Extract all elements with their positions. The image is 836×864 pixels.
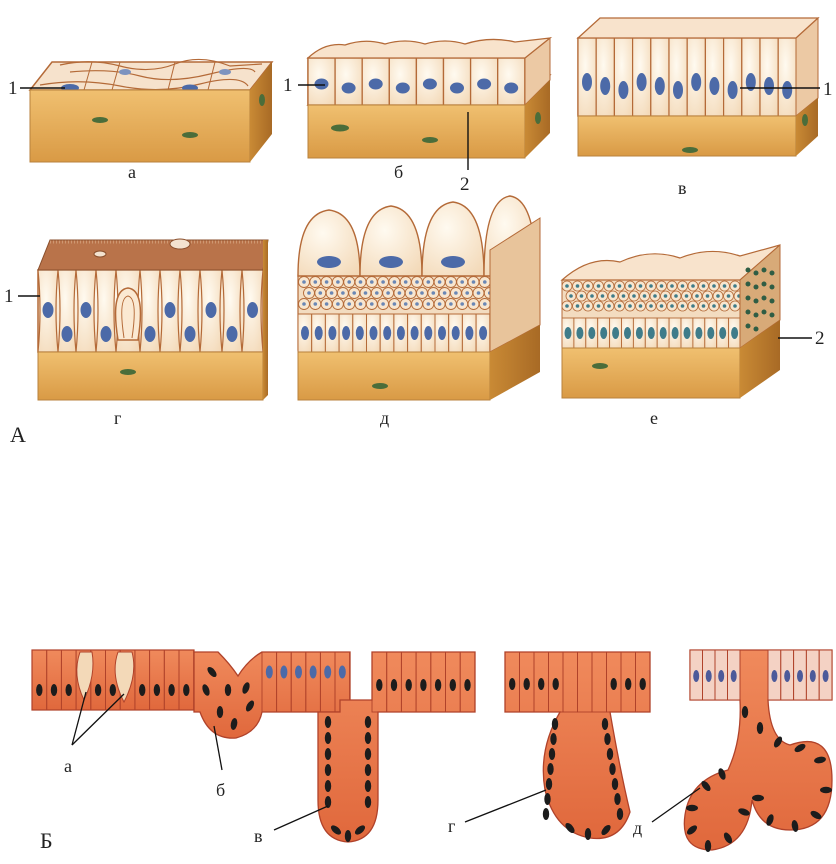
block-b-simple-cuboidal xyxy=(308,38,550,158)
block-e-stratified xyxy=(562,245,780,398)
label-A-e: е xyxy=(650,408,658,428)
gland-diagrams xyxy=(32,650,832,852)
callout-b-2: 2 xyxy=(460,174,470,195)
panel-letter-A: А xyxy=(10,422,26,447)
callout-g-1: 1 xyxy=(4,286,14,307)
label-B-a: а xyxy=(64,756,72,776)
label-A-g: г xyxy=(114,408,121,428)
label-A-b: б xyxy=(394,162,403,182)
block-d-transitional xyxy=(298,196,540,400)
callout-b-1: 1 xyxy=(283,75,293,96)
label-B-b: б xyxy=(216,780,225,800)
callout-e-2: 2 xyxy=(815,328,825,349)
label-B-v: в xyxy=(254,826,263,846)
label-B-d: д xyxy=(633,818,642,838)
callout-v-1: 1 xyxy=(823,79,833,100)
label-B-g: г xyxy=(448,816,455,836)
gland-a-unicellular xyxy=(32,650,194,710)
callout-a-1: 1 xyxy=(8,78,18,99)
gland-d-branched xyxy=(684,650,832,852)
label-A-d: д xyxy=(380,408,389,428)
gland-g-tubular-long xyxy=(505,652,650,840)
block-a-simple-squamous xyxy=(30,59,272,162)
label-A-v: в xyxy=(678,178,687,198)
block-v-simple-columnar xyxy=(578,18,818,156)
block-g-pseudostratified xyxy=(38,239,268,400)
label-A-a: а xyxy=(128,162,136,182)
panel-letter-B: Б xyxy=(40,828,53,853)
